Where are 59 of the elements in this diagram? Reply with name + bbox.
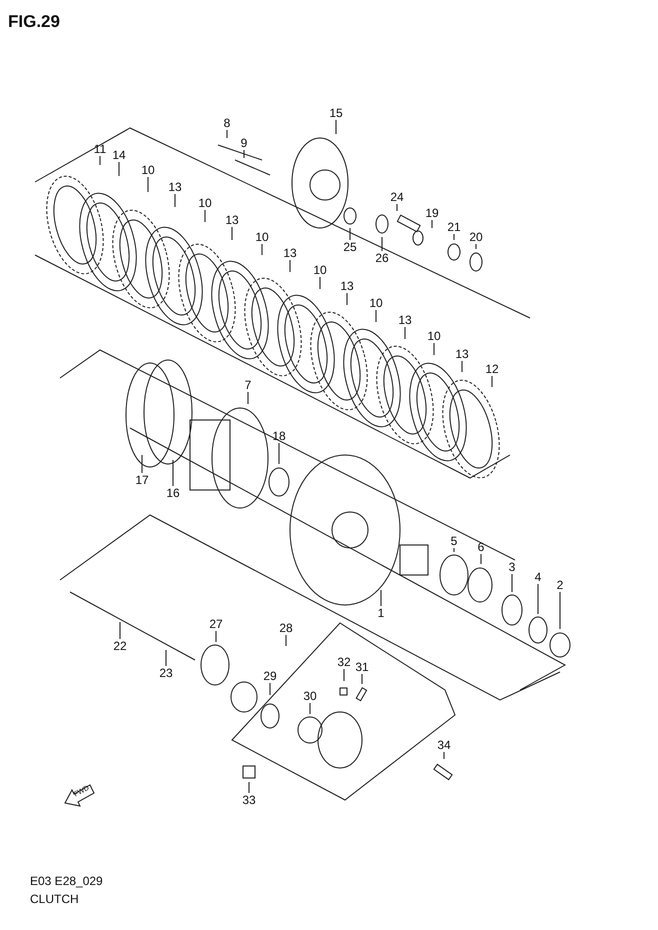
callout-number: 21 [447, 221, 461, 233]
callout-number: 17 [135, 474, 149, 486]
callout-number: 10 [313, 264, 327, 276]
callout-number: 13 [455, 348, 469, 360]
callout-number: 2 [556, 579, 564, 591]
callout-number: 18 [272, 430, 286, 442]
drawing-code: E03 E28_029 [30, 874, 103, 888]
leader-line [396, 204, 398, 212]
callout-number: 4 [534, 571, 542, 583]
callout-number: 10 [141, 164, 155, 176]
callout-number: 10 [255, 231, 269, 243]
leader-line [346, 292, 348, 306]
callout-number: 10 [198, 197, 212, 209]
callout-number: 13 [340, 280, 354, 292]
callout-number: 30 [303, 690, 317, 702]
callout-number: 27 [209, 618, 223, 630]
leader-line [174, 194, 176, 208]
callout-number: 12 [485, 363, 499, 375]
leader-line [118, 162, 120, 176]
callout-number: 16 [166, 487, 180, 499]
callout-number: 3 [508, 561, 516, 573]
callout-number: 22 [113, 640, 127, 652]
callout-number: 15 [329, 107, 343, 119]
callout-number: 24 [390, 191, 404, 203]
leader-line [248, 782, 250, 794]
figure-caption: CLUTCH [30, 892, 79, 906]
callout-number: 10 [369, 297, 383, 309]
callout-number: 11 [94, 143, 106, 155]
leader-line [172, 460, 174, 486]
callout-number: 5 [450, 535, 458, 547]
leader-line [204, 210, 206, 222]
leader-line [404, 326, 406, 340]
callout-number: 20 [469, 231, 483, 243]
callout-number: 10 [427, 330, 441, 342]
figure-title: FIG.29 [8, 12, 60, 32]
leader-line [480, 554, 482, 564]
callout-number: 19 [425, 207, 439, 219]
callout-number: 28 [279, 622, 293, 634]
callout-number: 33 [242, 794, 256, 806]
callout-number: 25 [343, 241, 357, 253]
callout-number: 13 [398, 314, 412, 326]
callout-number: 13 [168, 181, 182, 193]
callout-number: 13 [225, 214, 239, 226]
callout-number: 26 [375, 252, 389, 264]
callout-number: 29 [263, 670, 277, 682]
callout-number: 8 [224, 117, 230, 129]
callout-number: 34 [437, 739, 451, 751]
leader-line [226, 130, 228, 138]
callout-number: 14 [112, 149, 126, 161]
callout-number: 31 [355, 661, 369, 673]
callout-number: 9 [240, 137, 248, 149]
callout-number: 7 [244, 379, 252, 391]
leader-line [278, 442, 280, 464]
callout-number: 32 [337, 656, 351, 668]
callout-number: 13 [283, 247, 297, 259]
callout-number: 6 [478, 541, 484, 553]
callout-number: 23 [159, 667, 173, 679]
leader-line [380, 590, 382, 606]
callout-number: 1 [378, 607, 384, 619]
